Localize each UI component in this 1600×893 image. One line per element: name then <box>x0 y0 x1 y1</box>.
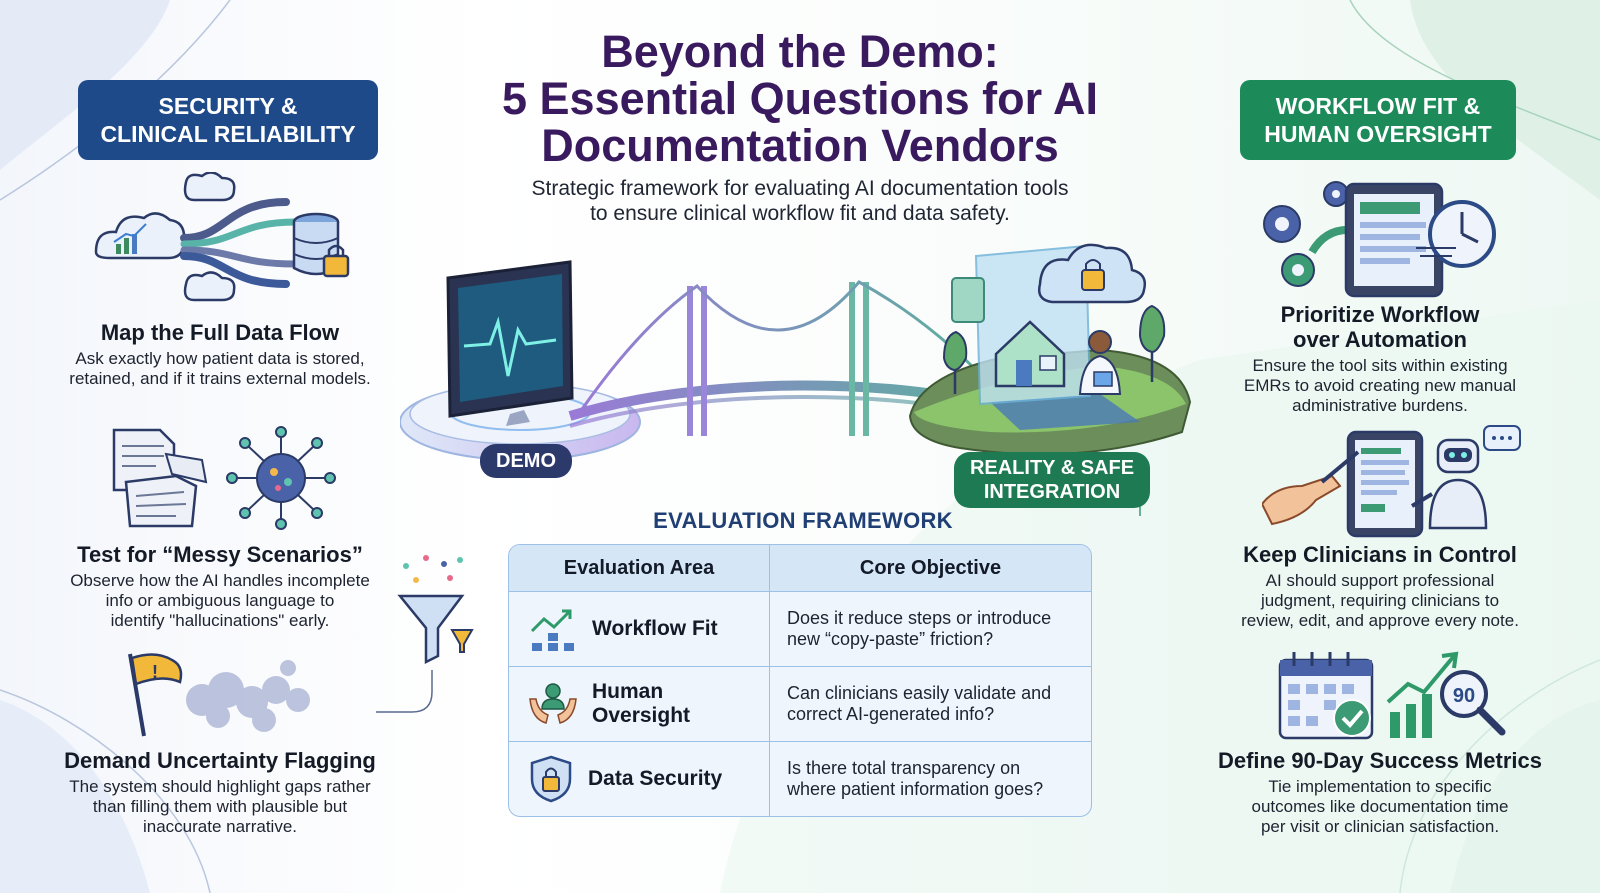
right-category-line-2: HUMAN OVERSIGHT <box>1264 121 1492 147</box>
right-category-badge: WORKFLOW FIT & HUMAN OVERSIGHT <box>1240 80 1516 160</box>
right-item-desc-line: outcomes like documentation time <box>1251 797 1509 816</box>
left-item-data-flow: Map the Full Data Flow Ask exactly how p… <box>40 320 400 389</box>
left-item-desc-line: than filling them with plausible but <box>92 797 348 816</box>
right-item-desc-line: per visit or clinician satisfaction. <box>1260 817 1500 836</box>
table-row: Data Security Is there total transparenc… <box>509 741 1091 816</box>
core-objective-line: Does it reduce steps or introduce <box>787 608 1052 628</box>
right-item-prioritize-workflow: Prioritize Workflow over Automation Ensu… <box>1200 302 1560 416</box>
core-objective-cell: Does it reduce steps or introduce new “c… <box>769 591 1091 666</box>
left-item-desc-line: identify "hallucinations" early. <box>110 611 330 630</box>
reality-label-line-2: INTEGRATION <box>983 481 1121 503</box>
left-item-desc-line: Ask exactly how patient data is stored, <box>75 349 365 368</box>
reality-label-line-1: REALITY & SAFE <box>969 457 1135 479</box>
evaluation-area-name: Human <box>592 680 664 703</box>
subtitle-line-2: to ensure clinical workflow fit and data… <box>590 202 1010 225</box>
shield-lock-icon <box>530 755 572 803</box>
demo-badge: DEMO <box>480 444 572 478</box>
left-item-title: Test for “Messy Scenarios” <box>77 542 363 567</box>
evaluation-area-cell: Data Security <box>509 741 769 816</box>
core-objective-line: correct AI-generated info? <box>787 704 995 724</box>
evaluation-framework-table: Evaluation Area Core Objective Workflow … <box>508 544 1092 817</box>
evaluation-area-cell: Workflow Fit <box>509 591 769 666</box>
core-objective-line: Can clinicians easily validate and <box>787 683 1052 703</box>
data-flow-icon <box>94 172 350 302</box>
evaluation-area-name: Oversight <box>592 704 691 727</box>
right-item-desc-line: review, edit, and approve every note. <box>1241 611 1519 630</box>
messy-documents-icon <box>112 426 336 530</box>
workflow-gears-icon <box>1263 181 1496 298</box>
right-item-title-line: Keep Clinicians in Control <box>1243 542 1517 567</box>
left-category-line-2: CLINICAL RELIABILITY <box>100 121 356 147</box>
hands-person-icon <box>529 683 577 724</box>
right-item-desc-line: Ensure the tool sits within existing <box>1252 356 1508 375</box>
evaluation-area-name: Data Security <box>588 767 723 790</box>
uncertainty-flag-icon: ! <box>128 653 310 737</box>
right-item-desc-line: AI should support professional <box>1265 571 1495 590</box>
left-category-line-1: SECURITY & <box>158 93 298 119</box>
right-item-desc-line: EMRs to avoid creating new manual <box>1243 376 1517 395</box>
column-header: Core Objective <box>769 545 1091 591</box>
core-objective-cell: Is there total transparency on where pat… <box>769 741 1091 816</box>
framework-label: EVALUATION FRAMEWORK <box>653 508 953 533</box>
right-item-title-line: Define 90-Day Success Metrics <box>1217 748 1543 773</box>
core-objective-cell: Can clinicians easily validate and corre… <box>769 666 1091 741</box>
clinician-control-icon <box>1262 425 1521 538</box>
left-item-desc-line: Observe how the AI handles incomplete <box>70 571 370 590</box>
title-line-1: Beyond the Demo: <box>601 26 999 77</box>
column-header: Evaluation Area <box>509 545 769 591</box>
evaluation-area-name: Workflow Fit <box>592 617 718 640</box>
right-item-success-metrics: Define 90-Day Success Metrics Tie implem… <box>1200 748 1560 837</box>
left-item-uncertainty-flagging: Demand Uncertainty Flagging The system s… <box>40 748 400 837</box>
core-objective-line: new “copy-paste” friction? <box>787 629 994 649</box>
success-metrics-icon: 90 <box>1278 651 1506 740</box>
title-line-2: 5 Essential Questions for AI <box>502 73 1098 124</box>
page-subtitle: Strategic framework for evaluating AI do… <box>440 176 1160 226</box>
left-category-badge: SECURITY & CLINICAL RELIABILITY <box>78 80 378 160</box>
left-item-messy-scenarios: Test for “Messy Scenarios” Observe how t… <box>40 542 400 631</box>
left-item-desc-line: info or ambiguous language to <box>105 591 335 610</box>
right-category-line-1: WORKFLOW FIT & <box>1275 93 1481 119</box>
left-item-title: Map the Full Data Flow <box>100 320 340 345</box>
title-line-3: Documentation Vendors <box>541 120 1059 171</box>
left-item-desc-line: retained, and if it trains external mode… <box>69 369 371 388</box>
right-item-desc-line: administrative burdens. <box>1292 396 1468 415</box>
core-objective-line: where patient information goes? <box>787 779 1044 799</box>
right-item-desc-line: judgment, requiring clinicians to <box>1260 591 1500 610</box>
evaluation-area-cell: Human Oversight <box>509 666 769 741</box>
left-item-desc-line: The system should highlight gaps rather <box>69 777 371 796</box>
page-title: Beyond the Demo: 5 Essential Questions f… <box>380 28 1220 169</box>
core-objective-line: Is there total transparency on <box>787 758 1021 778</box>
right-item-title-line: over Automation <box>1293 327 1467 352</box>
right-item-clinician-control: Keep Clinicians in Control AI should sup… <box>1200 542 1560 631</box>
demo-label: DEMO <box>496 450 556 472</box>
left-item-desc-line: inaccurate narrative. <box>142 817 298 836</box>
left-item-title: Demand Uncertainty Flagging <box>64 748 376 773</box>
right-item-title-line: Prioritize Workflow <box>1280 302 1480 327</box>
svg-text:!: ! <box>152 662 158 682</box>
table-row: Human Oversight Can clinicians easily va… <box>509 666 1091 741</box>
bridge-illustration <box>400 243 1192 516</box>
table-row: Workflow Fit Does it reduce steps or int… <box>509 591 1091 666</box>
table-header-row: Evaluation Area Core Objective <box>509 545 1091 591</box>
reality-badge: REALITY & SAFE INTEGRATION <box>954 452 1150 508</box>
metric-badge-text: 90 <box>1453 685 1475 707</box>
filter-funnel-icon <box>376 555 474 713</box>
workflow-chart-icon <box>530 609 574 651</box>
subtitle-line-1: Strategic framework for evaluating AI do… <box>531 177 1069 200</box>
right-item-desc-line: Tie implementation to specific <box>1268 777 1492 796</box>
